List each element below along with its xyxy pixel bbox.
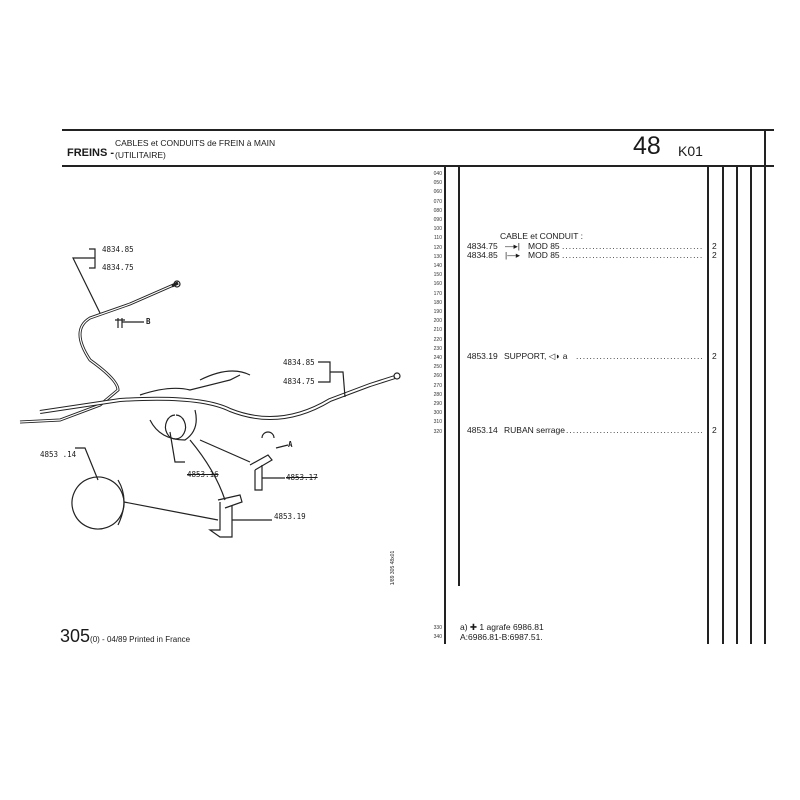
part-ref: 4834.75 bbox=[467, 241, 498, 251]
part-qty: 2 bbox=[712, 241, 717, 251]
label-4834-85: 4834.85 bbox=[102, 245, 134, 254]
line-number: 120 bbox=[433, 244, 442, 251]
top-rule bbox=[62, 129, 774, 131]
part-desc: MOD 85 bbox=[528, 250, 560, 260]
footer-text: - 04/89 Printed in France bbox=[99, 635, 191, 644]
label-4853-17: 4853.17 bbox=[286, 473, 318, 482]
line-number: 070 bbox=[433, 198, 442, 205]
line-number: 190 bbox=[433, 309, 442, 315]
column-rule bbox=[750, 166, 752, 644]
line-number: 230 bbox=[433, 345, 442, 352]
leader-dots: ........................................… bbox=[562, 241, 702, 251]
label-4834-75: 4834.75 bbox=[102, 263, 134, 272]
column-rule bbox=[458, 166, 460, 586]
exploded-diagram bbox=[19, 248, 401, 538]
line-number: 050 bbox=[433, 180, 442, 187]
line-number: 320 bbox=[433, 428, 442, 435]
column-rule bbox=[707, 166, 709, 644]
group-code: K01 bbox=[678, 143, 703, 159]
label-4853-19: 4853.19 bbox=[274, 512, 306, 521]
note-line-1: a) ✚ 1 agrafe 6986.81 bbox=[460, 622, 544, 632]
line-number: 260 bbox=[433, 373, 442, 380]
part-desc: SUPPORT, ◁◗ a bbox=[504, 351, 568, 361]
line-number: 140 bbox=[433, 263, 442, 269]
line-number: 290 bbox=[433, 401, 442, 407]
line-number: 080 bbox=[433, 207, 442, 214]
column-rule bbox=[722, 166, 724, 644]
footer: 305(0) - 04/89 Printed in France bbox=[60, 626, 190, 647]
line-number: 250 bbox=[433, 364, 442, 371]
label-4834-75-right: 4834.75 bbox=[283, 377, 315, 386]
line-number: 340 bbox=[433, 634, 442, 640]
line-number: 160 bbox=[433, 281, 442, 288]
footer-variant: (0) bbox=[90, 635, 100, 644]
line-number: 180 bbox=[433, 299, 442, 306]
line-number: 310 bbox=[433, 419, 442, 426]
note-line-2: A:6986.81-B:6987.51. bbox=[460, 632, 543, 642]
label-4853-16: 4853.16 bbox=[187, 470, 219, 479]
line-number: 270 bbox=[433, 382, 442, 389]
leader-dots: ........................................… bbox=[562, 250, 702, 260]
arrow-icon: —▸| bbox=[505, 241, 520, 251]
label-a: A bbox=[288, 440, 293, 449]
part-qty: 2 bbox=[712, 425, 717, 435]
line-number: 060 bbox=[433, 189, 442, 196]
line-number: 090 bbox=[433, 217, 442, 223]
line-number: 220 bbox=[433, 336, 442, 343]
column-rule bbox=[764, 130, 766, 644]
line-number: 240 bbox=[433, 355, 442, 361]
header-rule bbox=[62, 165, 774, 167]
group-number: 48 bbox=[633, 132, 661, 160]
line-number: 200 bbox=[433, 318, 442, 325]
column-rule bbox=[736, 166, 738, 644]
part-ref: 4853.19 bbox=[467, 351, 498, 361]
line-number: 110 bbox=[434, 235, 442, 242]
part-qty: 2 bbox=[712, 351, 717, 361]
line-number: 300 bbox=[433, 410, 442, 417]
drawing-reference: 1/89 305 48x01 bbox=[390, 550, 397, 586]
line-number: 280 bbox=[433, 391, 442, 398]
line-number: 150 bbox=[433, 272, 442, 279]
section-title: FREINS - bbox=[67, 147, 115, 159]
parts-heading: CABLE et CONDUIT : bbox=[500, 231, 583, 241]
label-b: B bbox=[146, 317, 151, 326]
leader-dots: ........................................… bbox=[576, 351, 702, 361]
footer-model: 305 bbox=[60, 626, 91, 646]
line-number: 040 bbox=[433, 171, 442, 177]
leader-dots: ........................................… bbox=[566, 425, 702, 435]
label-4853-14: 4853 .14 bbox=[40, 450, 77, 459]
line-number: 100 bbox=[433, 226, 442, 233]
arrow-icon: |—▸ bbox=[505, 250, 520, 260]
line-number: 170 bbox=[433, 290, 442, 297]
page-title: CABLES et CONDUITS de FREIN à MAIN bbox=[115, 138, 276, 148]
part-desc: RUBAN serrage bbox=[504, 425, 565, 435]
part-desc: MOD 85 bbox=[528, 241, 560, 251]
page-subtitle: (UTILITAIRE) bbox=[115, 150, 166, 160]
part-qty: 2 bbox=[712, 250, 717, 260]
part-ref: 4853.14 bbox=[467, 425, 498, 435]
label-4834-85-right: 4834.85 bbox=[283, 358, 315, 367]
part-ref: 4834.85 bbox=[467, 250, 498, 260]
column-rule bbox=[444, 166, 446, 644]
line-number: 330 bbox=[433, 625, 442, 631]
line-number: 210 bbox=[433, 327, 442, 334]
line-number: 130 bbox=[433, 253, 442, 260]
